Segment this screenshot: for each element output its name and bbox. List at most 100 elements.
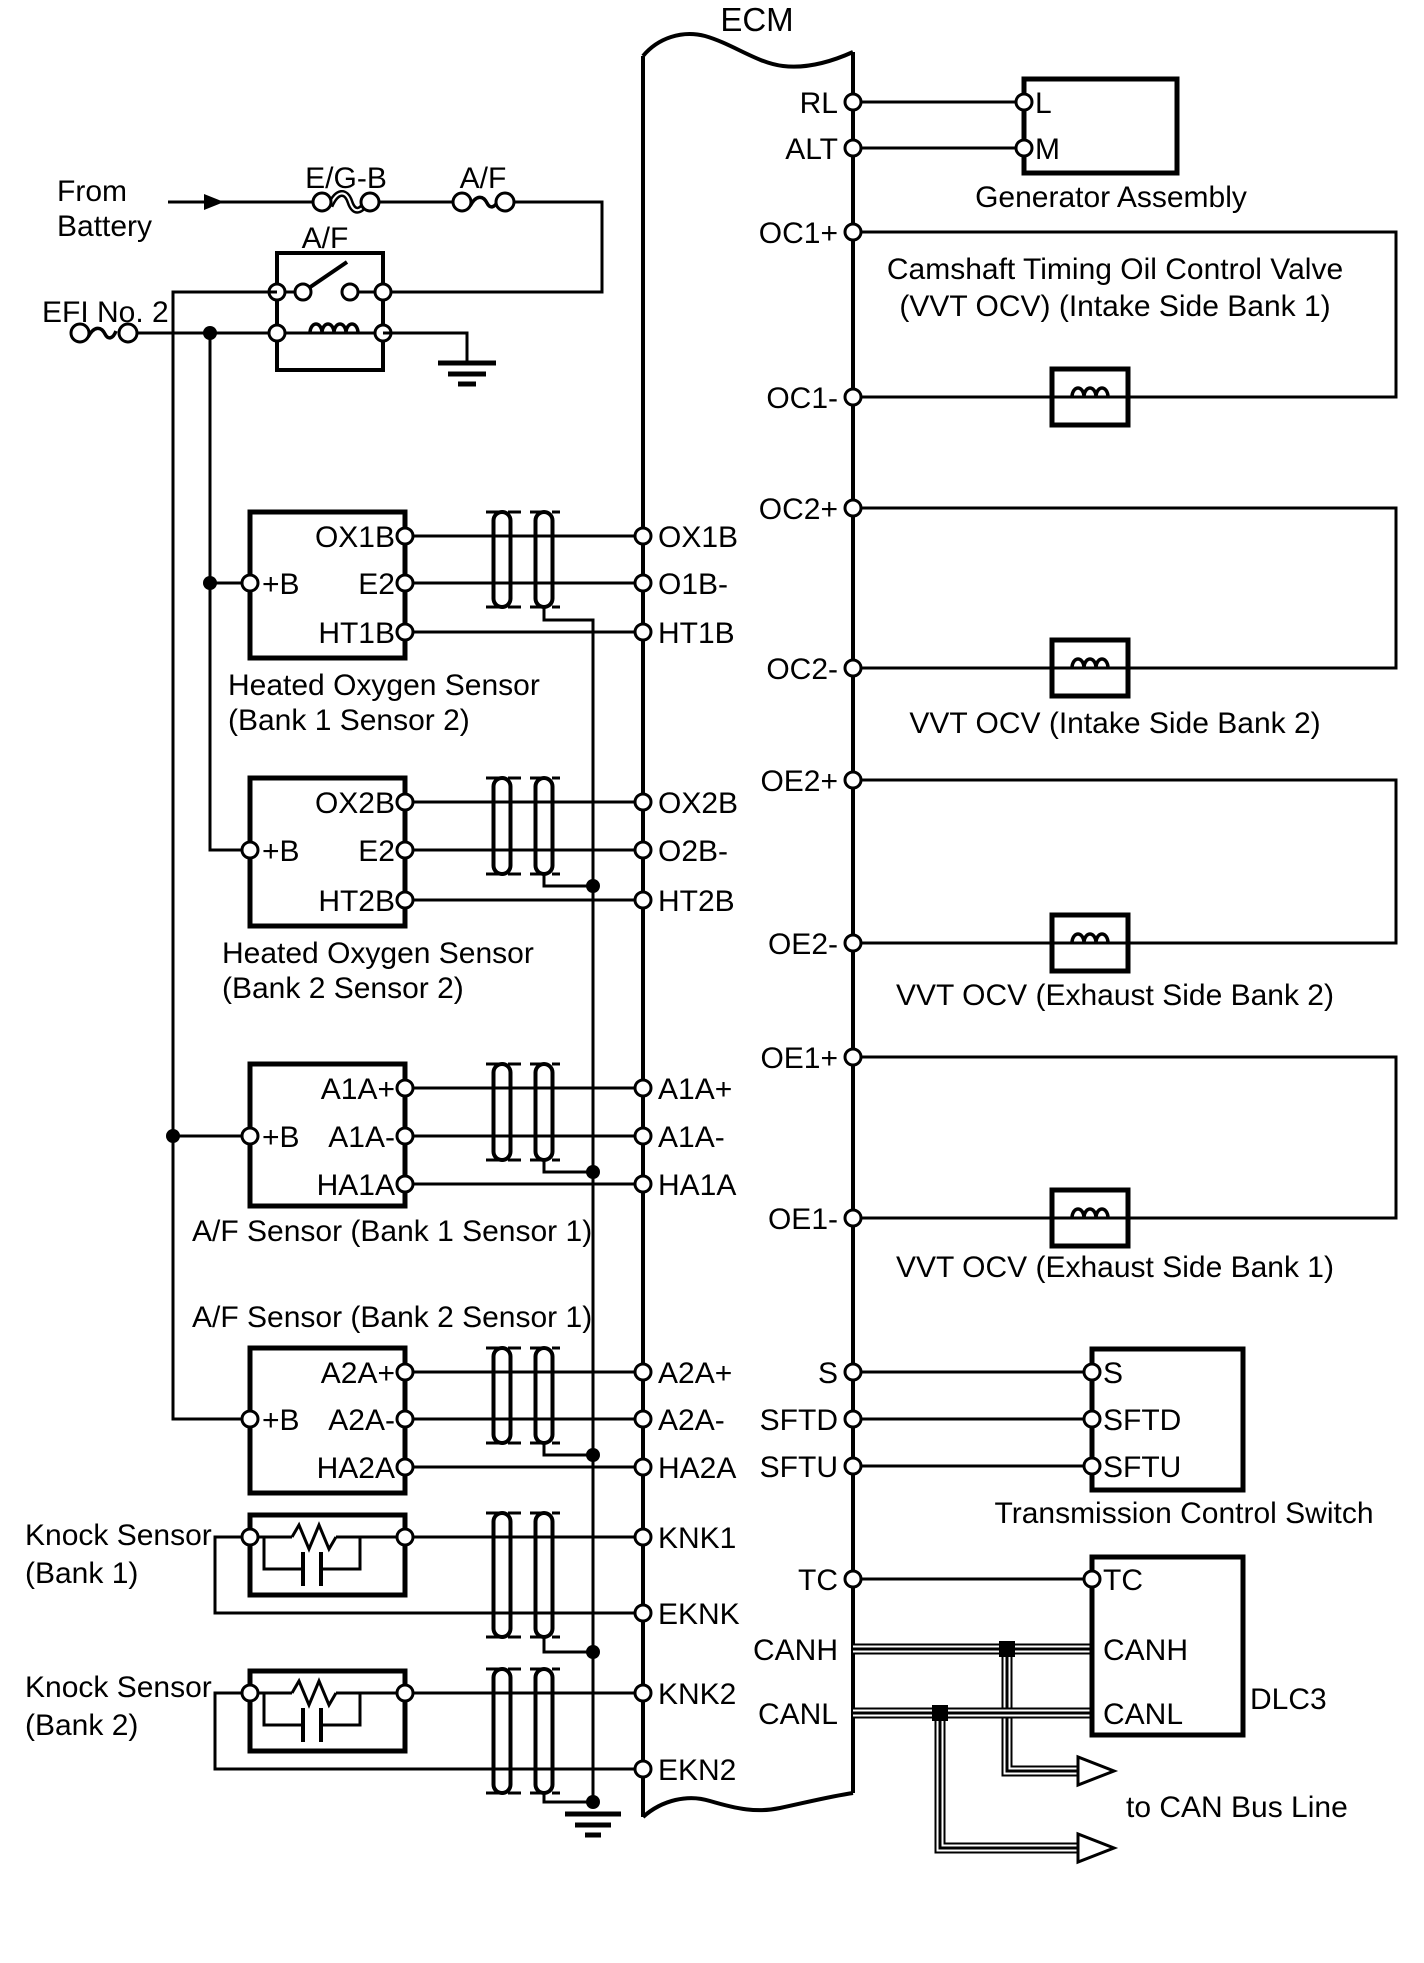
vvt-ocv-intake-bank2: VVT OCV (Intake Side Bank 2) <box>853 506 1398 740</box>
knock-sensor-bank1: Knock Sensor (Bank 1) <box>25 1512 643 1615</box>
shield-icon <box>486 776 560 876</box>
pin-label: M <box>1035 133 1060 166</box>
component-caption-line1: Camshaft Timing Oil Control Valve <box>887 253 1343 286</box>
component-caption: VVT OCV (Exhaust Side Bank 1) <box>896 1251 1334 1284</box>
ecm-pin-label: TC <box>798 1564 838 1597</box>
pin-label: E2 <box>358 568 395 601</box>
wire <box>383 331 469 363</box>
ecm-pin-label: OX2B <box>658 787 738 820</box>
sensor-caption-line2: (Bank 1 Sensor 2) <box>228 704 470 737</box>
pin-label: OX1B <box>315 521 395 554</box>
fuse-egb-label: E/G-B <box>305 162 387 195</box>
ecm-pin-label: A1A+ <box>658 1073 732 1106</box>
ecm-pin-label: EKN2 <box>658 1754 736 1787</box>
relay-box <box>275 251 385 372</box>
ho2s2-wires <box>405 800 643 902</box>
fusible-link-egb-icon: E/G-B <box>305 162 387 214</box>
ecm-pin-label: OE2- <box>768 928 838 961</box>
tcs-wires <box>853 1370 1092 1468</box>
ecm-pin-label: ALT <box>785 133 838 166</box>
coil-icon <box>1070 657 1110 669</box>
ekn2-wire <box>213 1691 643 1771</box>
ecm-pin-label: KNK2 <box>658 1678 736 1711</box>
shield-icon <box>486 1667 560 1795</box>
shield-icon <box>486 1346 560 1445</box>
junction-dot <box>586 1448 600 1462</box>
pin-label: S <box>1103 1357 1123 1390</box>
shield-drain-wire <box>542 874 593 888</box>
sensor-caption-line1: Heated Oxygen Sensor <box>222 937 534 970</box>
af1-wires <box>405 1086 643 1186</box>
ecm-pin-label: RL <box>800 87 838 120</box>
ecm-pin-label: OC2- <box>766 653 838 686</box>
sensor-caption: A/F Sensor (Bank 2 Sensor 1) <box>192 1301 592 1334</box>
switched-power-bus <box>171 290 277 1421</box>
pin-label: +B <box>262 568 300 601</box>
ecm-pin-label: EKNK <box>658 1598 740 1631</box>
vvt-ocv-exhaust-bank1: VVT OCV (Exhaust Side Bank 1) <box>853 1055 1398 1284</box>
junction-dot <box>203 326 217 340</box>
pin-label: A2A- <box>328 1404 395 1437</box>
dlc3-can: to CAN Bus Line TC CANH CANL DLC3 <box>853 1554 1348 1865</box>
can-junction <box>932 1705 948 1721</box>
component-caption: VVT OCV (Exhaust Side Bank 2) <box>896 979 1334 1012</box>
ecm-pin-label: OX1B <box>658 521 738 554</box>
ecm-title: ECM <box>720 1 793 38</box>
solenoid-box <box>1049 1187 1131 1249</box>
solenoid-box <box>1049 637 1131 699</box>
can-arrow-icon <box>1076 1754 1119 1788</box>
solenoid-box <box>1049 912 1131 974</box>
component-caption: VVT OCV (Intake Side Bank 2) <box>909 707 1320 740</box>
pin-label: SFTD <box>1103 1404 1181 1437</box>
junction-dot <box>203 576 217 590</box>
pin-label: A1A+ <box>321 1073 395 1106</box>
vvt-ocv-intake-bank1: Camshaft Timing Oil Control Valve (VVT O… <box>853 230 1398 428</box>
capacitor-icon <box>262 1537 362 1586</box>
sensor-caption: A/F Sensor (Bank 1 Sensor 1) <box>192 1215 592 1248</box>
dlc3-label: DLC3 <box>1250 1683 1327 1716</box>
coil-icon <box>1070 932 1110 944</box>
knock-sensor-bank2: Knock Sensor (Bank 2) <box>25 1668 643 1771</box>
canl-bus-line <box>853 1707 1092 1854</box>
junction-dot <box>586 1795 600 1809</box>
shield-drain-wire <box>542 1793 593 1804</box>
af-sensor-bank2: A/F Sensor (Bank 2 Sensor 1) +B A2A+ A2A… <box>192 1301 592 1496</box>
ecm-pin-label: OE1- <box>768 1203 838 1236</box>
ocv-loop-wire <box>853 1055 1398 1220</box>
pin-label: SFTU <box>1103 1451 1181 1484</box>
pin-label: CANH <box>1103 1634 1188 1667</box>
pin-label: HA2A <box>317 1452 395 1485</box>
generator-caption: Generator Assembly <box>975 181 1247 214</box>
pin-label: +B <box>262 835 300 868</box>
ecm-pin-label: O2B- <box>658 835 728 868</box>
pin-label: HT1B <box>318 617 395 650</box>
component-caption-line2: (VVT OCV) (Intake Side Bank 1) <box>899 290 1330 323</box>
ground-icon <box>565 1811 621 1838</box>
ocv-loop-wire <box>853 230 1398 399</box>
ho2s1-wires <box>405 534 643 634</box>
generator-assembly: L M Generator Assembly <box>853 76 1247 214</box>
from-battery-label-line2: Battery <box>57 210 152 243</box>
relay-label: A/F <box>302 222 349 255</box>
ecm-pin-label: CANH <box>753 1634 838 1667</box>
eknk-wire <box>213 1535 643 1615</box>
ecm-pin-label: SFTD <box>760 1404 838 1437</box>
ecm-pin-label: OC1+ <box>759 217 838 250</box>
pin-label: HT2B <box>318 885 395 918</box>
pin-label: OX2B <box>315 787 395 820</box>
can-bus-note: to CAN Bus Line <box>1126 1791 1348 1824</box>
sensor-caption-line2: (Bank 2 Sensor 2) <box>222 972 464 1005</box>
can-arrow-icon <box>1076 1831 1119 1865</box>
ecm-pin-label: HA2A <box>658 1452 736 1485</box>
canh-bus-line <box>853 1643 1092 1777</box>
shield-icon <box>486 510 560 609</box>
generator-box <box>1021 76 1180 176</box>
dlc3-box <box>1089 1554 1246 1738</box>
pin-label: HA1A <box>317 1169 395 1202</box>
af2-wires <box>405 1370 643 1469</box>
ecm-terminals-right: RL ALT OC1+ OC1- OC2+ OC2- OE2+ OE2- OE1… <box>753 87 863 1731</box>
ocv-loop-wire <box>853 506 1398 670</box>
wire <box>383 200 604 294</box>
